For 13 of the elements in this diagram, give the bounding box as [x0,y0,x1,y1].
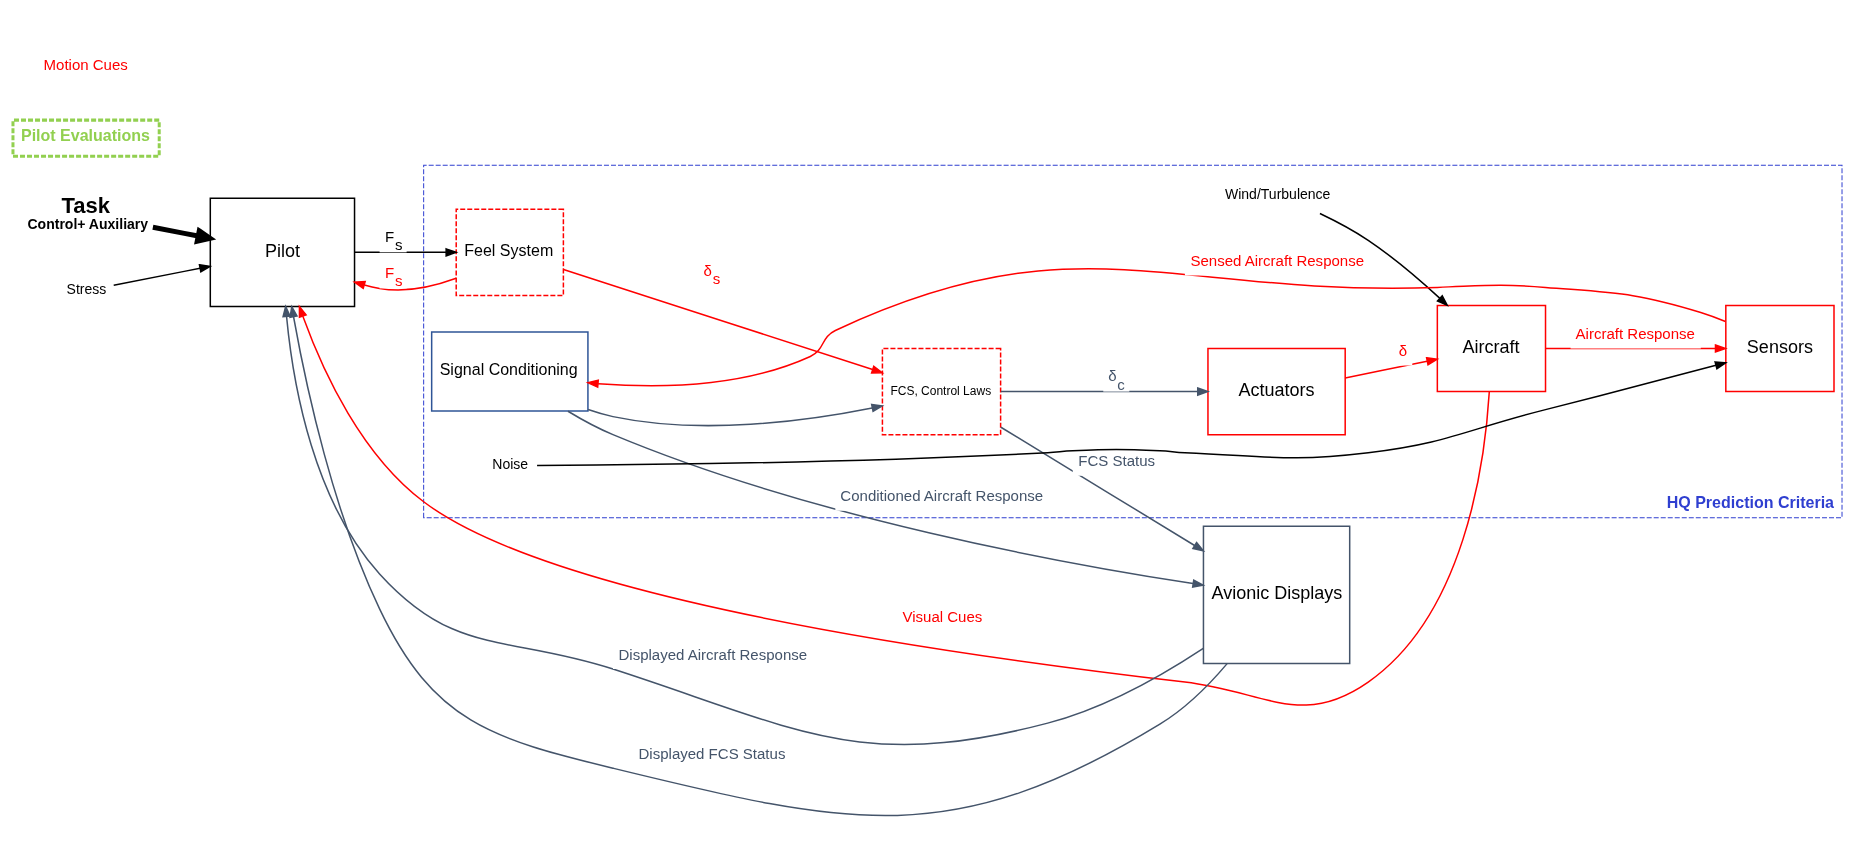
edge-label: Conditioned Aircraft Response [840,486,1044,504]
edge-label: FCS Status [1078,451,1156,469]
node-text: Noise [492,455,529,472]
edge-label: Displayed Aircraft Response [618,645,808,663]
edge-label: δ [1398,341,1408,359]
edge-label: Aircraft Response [1575,324,1695,342]
node-text: Task Control+ Auxiliary [27,192,149,232]
label: Motion Cues [43,55,128,73]
edge-label: Displayed FCS Status [638,744,786,762]
node-text: Wind/Turbulence [1224,185,1331,202]
edge-label: Sensed Aircraft Response [1190,251,1365,269]
node-text: Stress [66,280,107,297]
edge-label: Visual Cues [902,607,983,625]
